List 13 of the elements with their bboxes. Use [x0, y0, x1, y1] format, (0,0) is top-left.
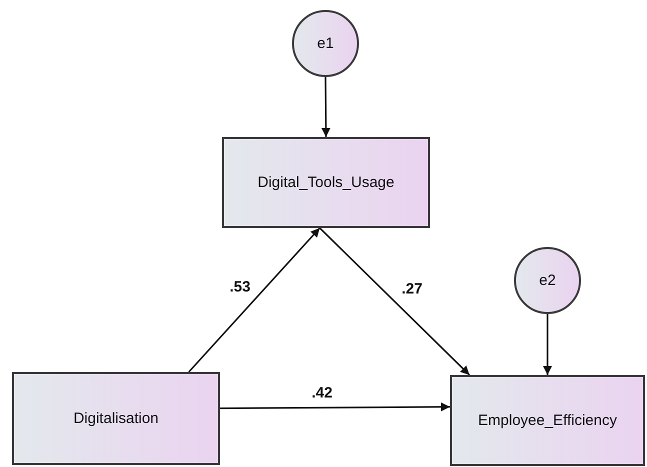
variable-box [222, 137, 430, 228]
arrow [319, 227, 470, 376]
node-label: Employee_Efficiency [478, 412, 617, 429]
node-label: Digital_Tools_Usage [258, 174, 394, 191]
arrow [188, 227, 320, 373]
arrow [321, 77, 330, 137]
node-label: e1 [317, 35, 334, 52]
arrow [543, 314, 552, 375]
variable-box [12, 372, 220, 465]
node-label: Digitalisation [73, 410, 159, 427]
variable-box [450, 375, 645, 466]
node-label: e2 [539, 272, 556, 289]
arrow [220, 402, 450, 412]
